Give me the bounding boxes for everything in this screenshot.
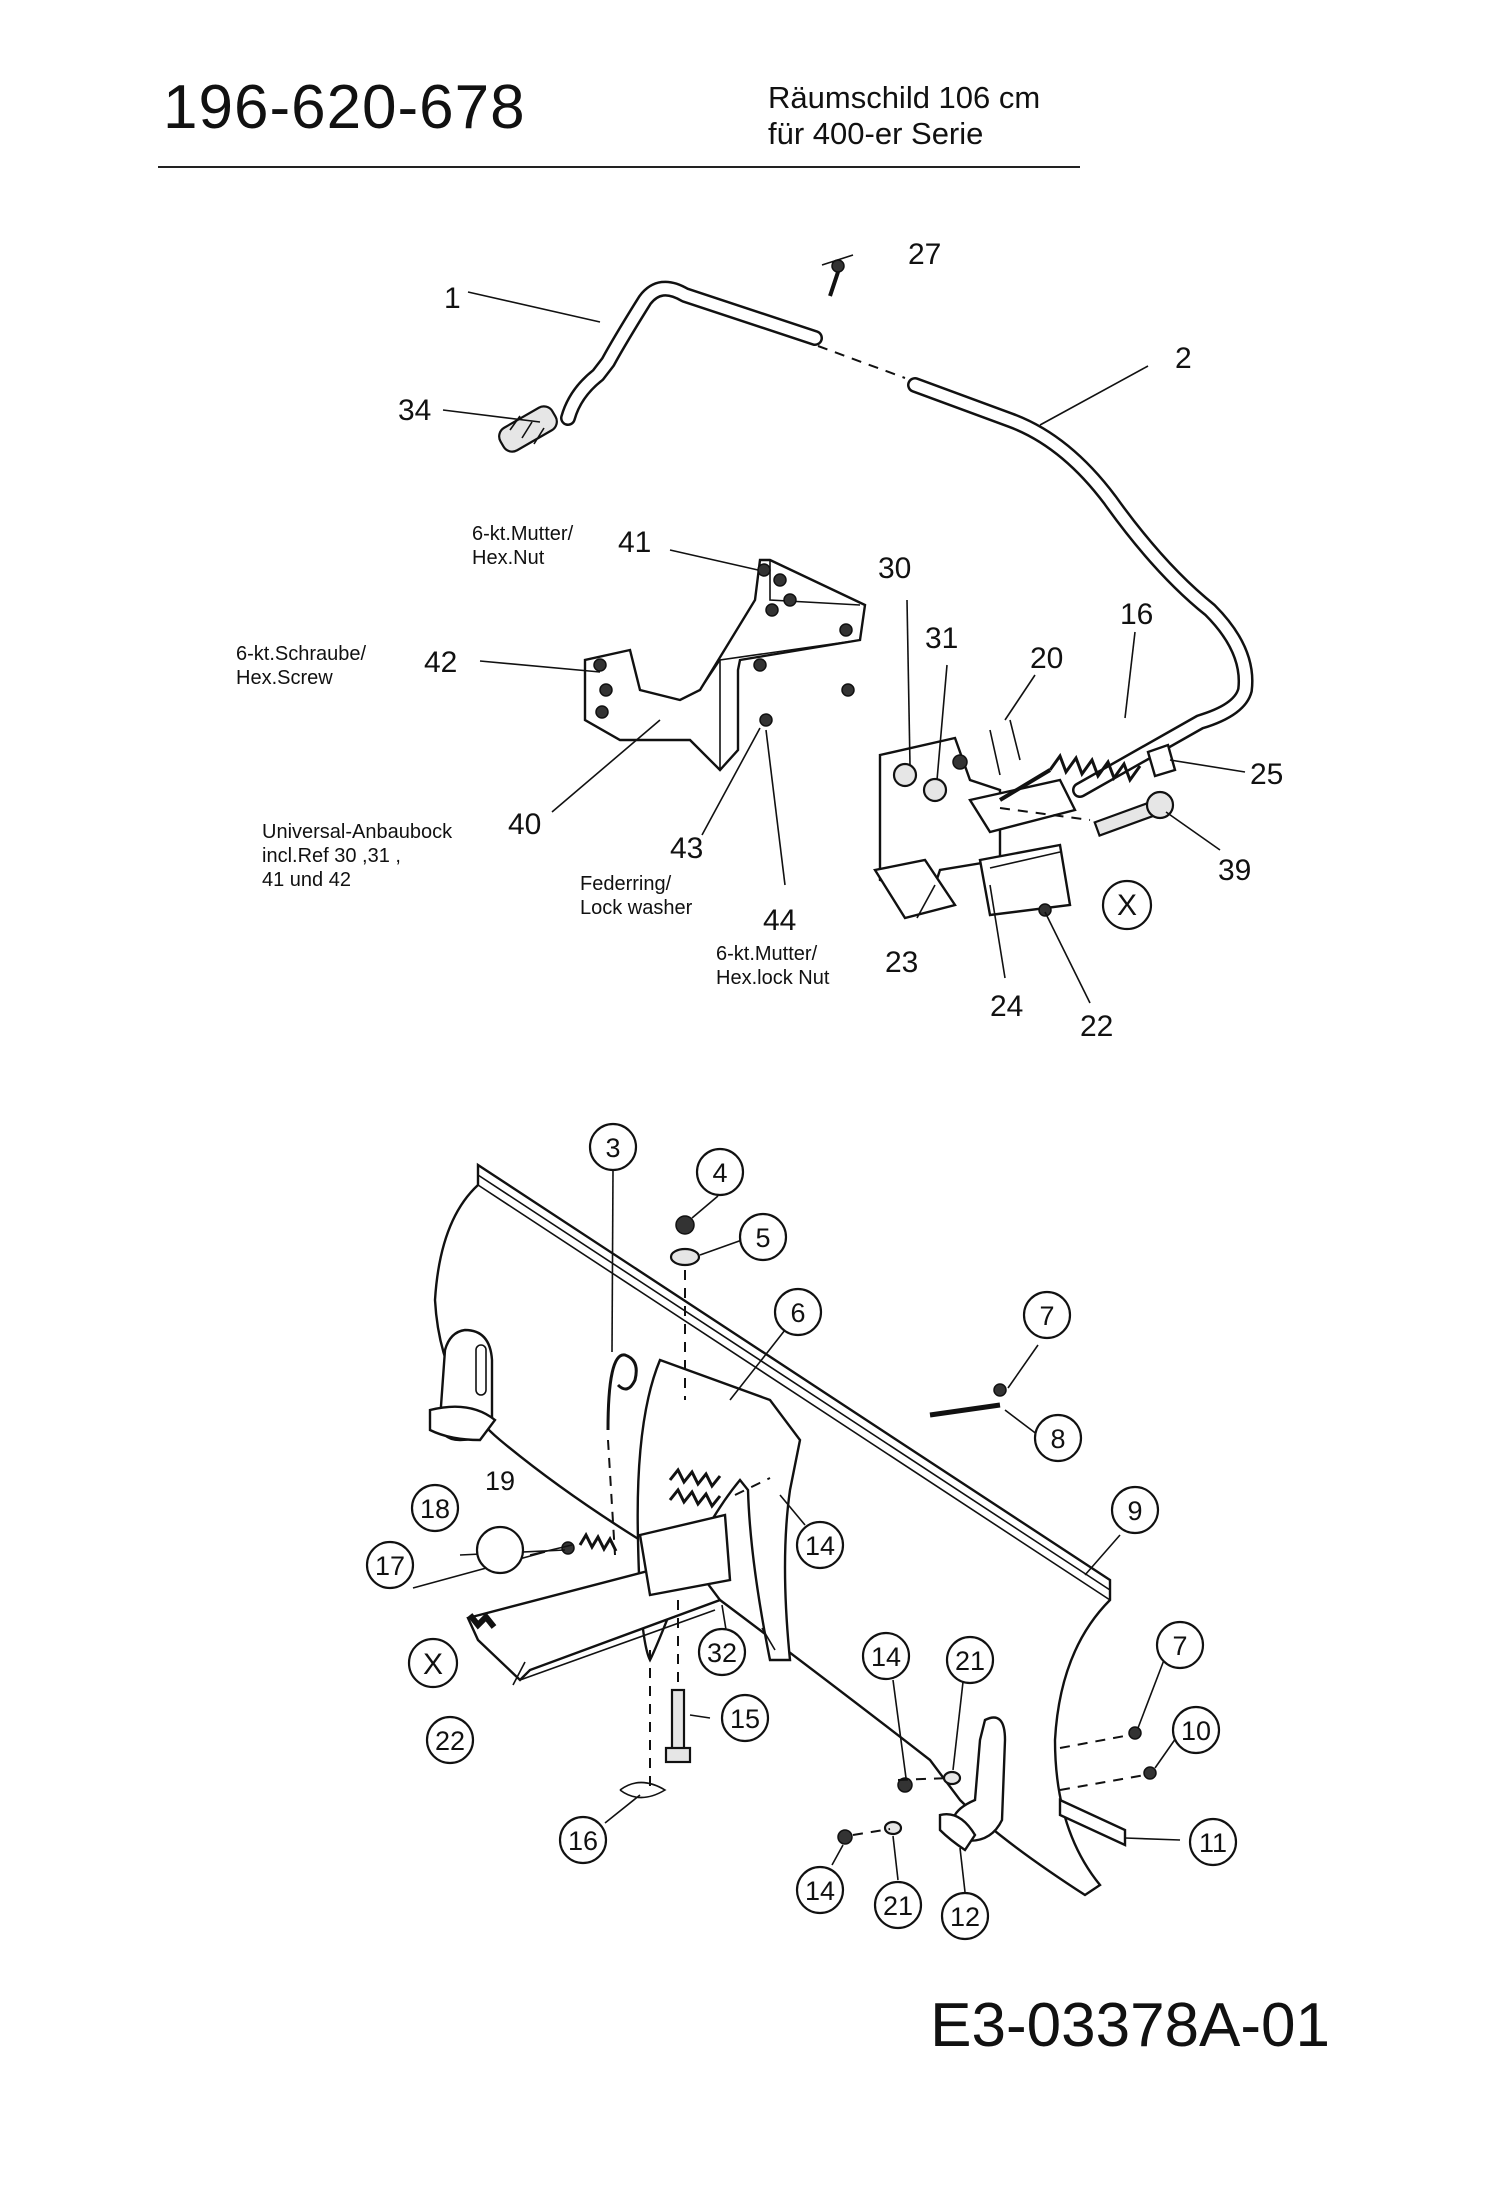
callout-4: 4 — [712, 1158, 727, 1188]
callout-40: 40 — [508, 808, 541, 841]
callout-21-upper: 21 — [955, 1646, 985, 1676]
diagram-code: E3-03378A-01 — [930, 1991, 1330, 2060]
callout-11: 11 — [1199, 1828, 1227, 1858]
callout-9: 9 — [1127, 1496, 1142, 1526]
callout-7-upper: 7 — [1039, 1301, 1054, 1331]
callout-14-bracket: 14 — [805, 1531, 835, 1561]
note-43-line-1: Federring/ — [580, 873, 672, 895]
callout-15: 15 — [730, 1704, 760, 1734]
callout-16-lower: 16 — [568, 1826, 598, 1856]
note-43-line-2: Lock washer — [580, 897, 693, 919]
callout-7-lower: 7 — [1172, 1631, 1187, 1661]
handle-tube-part-1 — [560, 280, 823, 426]
note-40-line-2: incl.Ref 30 ,31 , — [262, 845, 401, 867]
callout-39: 39 — [1218, 854, 1251, 887]
callout-22: 22 — [1080, 1010, 1113, 1043]
callout-43: 43 — [670, 832, 703, 865]
callout-30: 30 — [878, 552, 911, 585]
callout-22-lower: 22 — [435, 1726, 465, 1756]
note-40-line-3: 41 und 42 — [262, 869, 351, 891]
grip-part-34 — [498, 405, 558, 453]
callout-1: 1 — [444, 282, 461, 315]
callout-34: 34 — [398, 394, 431, 427]
hitch-assembly — [873, 719, 1177, 920]
callout-27: 27 — [908, 238, 941, 271]
screw-part-27 — [828, 259, 845, 297]
reference-x-circle-upper — [1101, 879, 1153, 931]
note-44-line-2: Hex.lock Nut — [716, 967, 830, 989]
callout-14-lower: 14 — [805, 1876, 835, 1906]
callout-16: 16 — [1120, 598, 1153, 631]
callout-21-lower: 21 — [883, 1891, 913, 1921]
callout-31: 31 — [925, 622, 958, 655]
note-41-line-1: 6-kt.Mutter/ — [472, 523, 574, 545]
callout-17: 17 — [375, 1551, 405, 1581]
callout-19: 19 — [485, 1466, 515, 1496]
part-number-title: 196-620-678 — [163, 73, 526, 142]
callout-23: 23 — [885, 946, 918, 979]
callout-18: 18 — [420, 1494, 450, 1524]
callout-x-upper: X — [1117, 889, 1137, 922]
subtitle-line-1: Räumschild 106 cm — [768, 80, 1041, 115]
note-41-line-2: Hex.Nut — [472, 547, 545, 569]
callout-14-middle: 14 — [871, 1642, 901, 1672]
callout-12: 12 — [950, 1902, 980, 1932]
subtitle-line-2: für 400-er Serie — [768, 116, 984, 151]
callout-2: 2 — [1175, 342, 1192, 375]
callout-20: 20 — [1030, 642, 1063, 675]
callout-32: 32 — [707, 1638, 737, 1668]
note-44-line-1: 6-kt.Mutter/ — [716, 943, 818, 965]
note-42-line-2: Hex.Screw — [236, 667, 333, 689]
upper-assembly: 1 27 2 34 41 42 40 43 44 30 31 20 16 25 … — [236, 238, 1283, 1043]
callout-24: 24 — [990, 990, 1023, 1023]
note-40-line-1: Universal-Anbaubock — [262, 821, 453, 843]
callout-6: 6 — [790, 1298, 805, 1328]
callout-8: 8 — [1050, 1424, 1065, 1454]
callout-3: 3 — [605, 1133, 620, 1163]
mounting-bracket-part-40 — [583, 558, 867, 772]
callout-x-lower: X — [423, 1648, 443, 1681]
reference-x-circle-lower — [407, 1637, 459, 1689]
callout-5: 5 — [755, 1223, 770, 1253]
lower-assembly: 3 4 5 6 7 8 9 14 18 19 17 X 22 32 15 16 … — [365, 1122, 1238, 1941]
callout-25: 25 — [1250, 758, 1283, 791]
callout-10: 10 — [1181, 1716, 1211, 1746]
callout-42: 42 — [424, 646, 457, 679]
callout-41: 41 — [618, 526, 651, 559]
note-42-line-1: 6-kt.Schraube/ — [236, 643, 367, 665]
callout-44: 44 — [763, 904, 796, 937]
header-divider — [158, 166, 1080, 168]
